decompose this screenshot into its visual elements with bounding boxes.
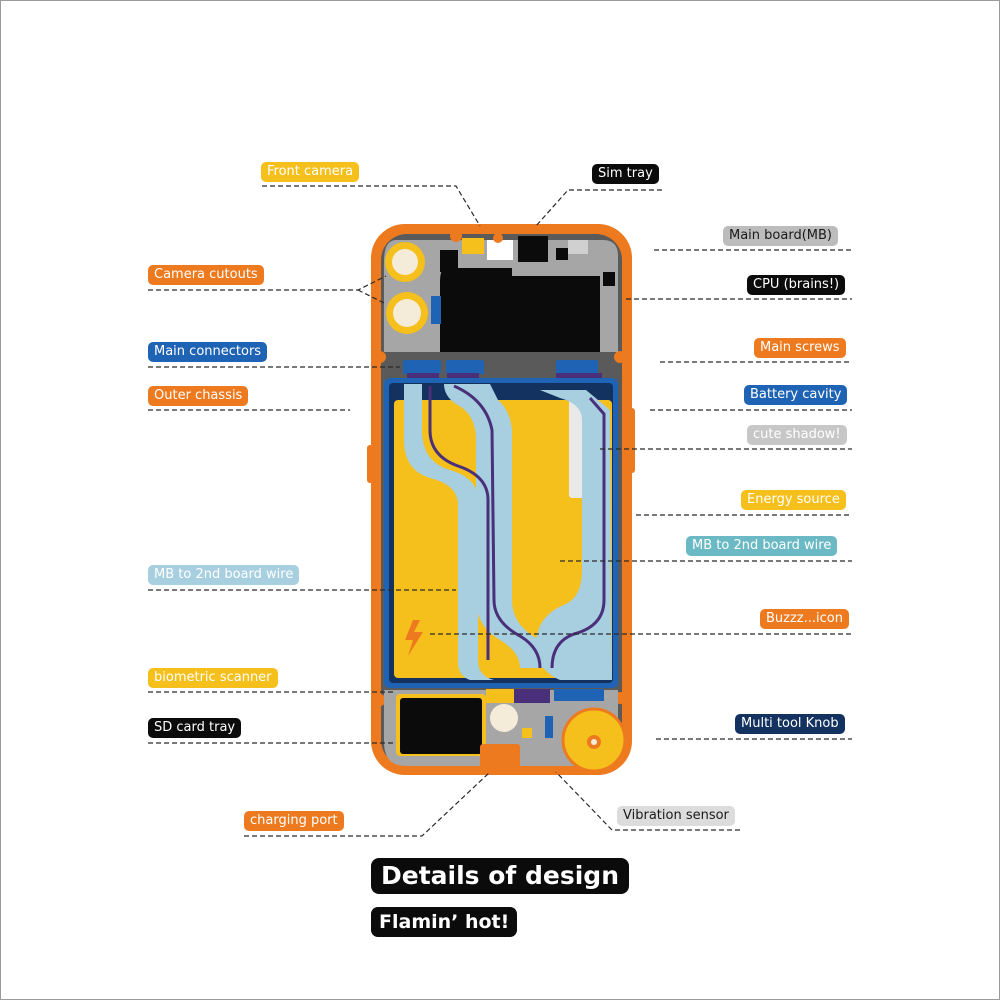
buzz-icon — [405, 620, 423, 656]
label-front-camera: Front camera — [261, 162, 360, 182]
label-main-connectors: Main connectors — [148, 342, 268, 362]
label-main-screws: Main screws — [754, 338, 846, 358]
main-connector — [556, 360, 598, 374]
bottom-connector — [514, 689, 550, 703]
label-buzz-icon: Buzzz...icon — [760, 609, 849, 629]
board-chip — [440, 250, 458, 272]
screw — [614, 351, 626, 363]
label-battery-cavity: Battery cavity — [744, 385, 848, 405]
screw — [493, 233, 503, 243]
leader-line-sim-tray — [535, 189, 662, 227]
phone — [367, 224, 635, 775]
label-biometric-scanner: biometric scanner — [148, 668, 278, 688]
sim-tray-chip — [518, 236, 548, 262]
page-subtitle: Flamin’ hot! — [371, 907, 518, 937]
label-mb-wire-left: MB to 2nd board wire — [148, 565, 300, 585]
leader-line-front-camera — [262, 185, 481, 227]
board-chip — [522, 728, 532, 738]
cpu-chip — [440, 268, 600, 352]
label-vibration-sensor: Vibration sensor — [617, 806, 735, 826]
leader-line-charging-port — [244, 771, 491, 837]
camera-lens-1 — [392, 249, 418, 275]
main-connector — [446, 360, 484, 374]
leader-lines — [148, 185, 852, 837]
flex-cable-left — [404, 384, 494, 680]
board-chip — [431, 296, 441, 324]
leader-line-camera-cutouts-2 — [357, 289, 387, 305]
board-chip — [603, 272, 615, 286]
sd-card-tray — [400, 698, 482, 754]
bottom-connector — [554, 689, 604, 701]
label-camera-cutouts: Camera cutouts — [148, 265, 264, 285]
label-sd-card-tray: SD card tray — [148, 718, 242, 738]
charging-port — [480, 744, 520, 774]
label-mb-wire-right: MB to 2nd board wire — [686, 536, 838, 556]
flex-cable-right — [535, 390, 612, 680]
screw — [450, 230, 462, 242]
main-connector — [403, 360, 441, 374]
board-chip — [556, 248, 568, 260]
label-main-board: Main board(MB) — [723, 226, 838, 246]
flex-cable-middle — [444, 384, 554, 668]
label-outer-chassis: Outer chassis — [148, 386, 249, 406]
label-charging-port: charging port — [244, 811, 344, 831]
vibration-sensor — [490, 704, 518, 732]
knob-center-dot — [591, 739, 597, 745]
board-chip — [462, 238, 484, 254]
leader-line-vibration — [555, 771, 740, 831]
label-sim-tray: Sim tray — [592, 164, 659, 184]
board-chip — [568, 240, 588, 254]
page-title: Details of design — [371, 858, 630, 894]
label-multi-tool-knob: Multi tool Knob — [735, 714, 845, 734]
bottom-connector — [486, 689, 514, 703]
label-energy-source: Energy source — [741, 490, 846, 510]
board-chip — [545, 716, 553, 738]
screw — [374, 694, 386, 706]
screw — [374, 351, 386, 363]
camera-lens-2 — [393, 299, 421, 327]
label-cute-shadow: cute shadow! — [747, 425, 847, 445]
board-chip — [487, 240, 513, 260]
label-cpu: CPU (brains!) — [747, 275, 846, 295]
